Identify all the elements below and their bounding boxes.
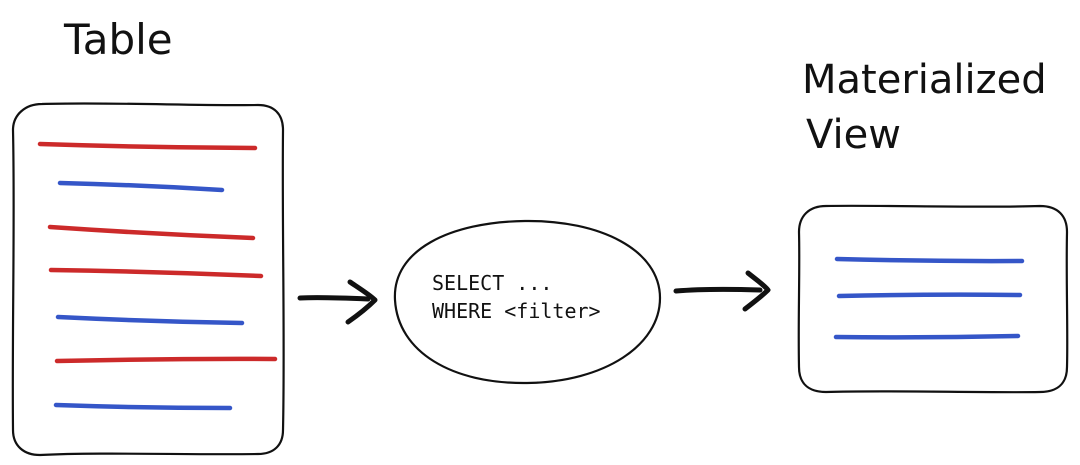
view-row-2	[836, 292, 1023, 299]
query-select-line: SELECT ...	[432, 271, 552, 295]
query-ellipse	[393, 219, 662, 385]
table-rows	[37, 141, 278, 411]
query-where-line: WHERE <filter>	[432, 299, 601, 323]
view-title-line1: Materialized	[802, 57, 1047, 103]
view-row-1	[834, 256, 1025, 264]
table-row-7	[53, 402, 233, 411]
view-box	[797, 204, 1069, 394]
arrow-to-view	[673, 270, 771, 312]
table-row-5	[55, 314, 245, 326]
view-row-3	[833, 333, 1021, 340]
table-title: Table	[63, 15, 173, 64]
table-box	[11, 102, 285, 457]
table-row-1	[37, 141, 258, 151]
table-row-6	[54, 356, 278, 364]
table-row-4	[48, 267, 264, 279]
table-row-3	[47, 224, 256, 241]
view-rows	[833, 256, 1025, 340]
table-row-2	[57, 180, 225, 193]
view-title-line2: View	[806, 112, 901, 158]
arrow-to-query	[297, 279, 378, 325]
